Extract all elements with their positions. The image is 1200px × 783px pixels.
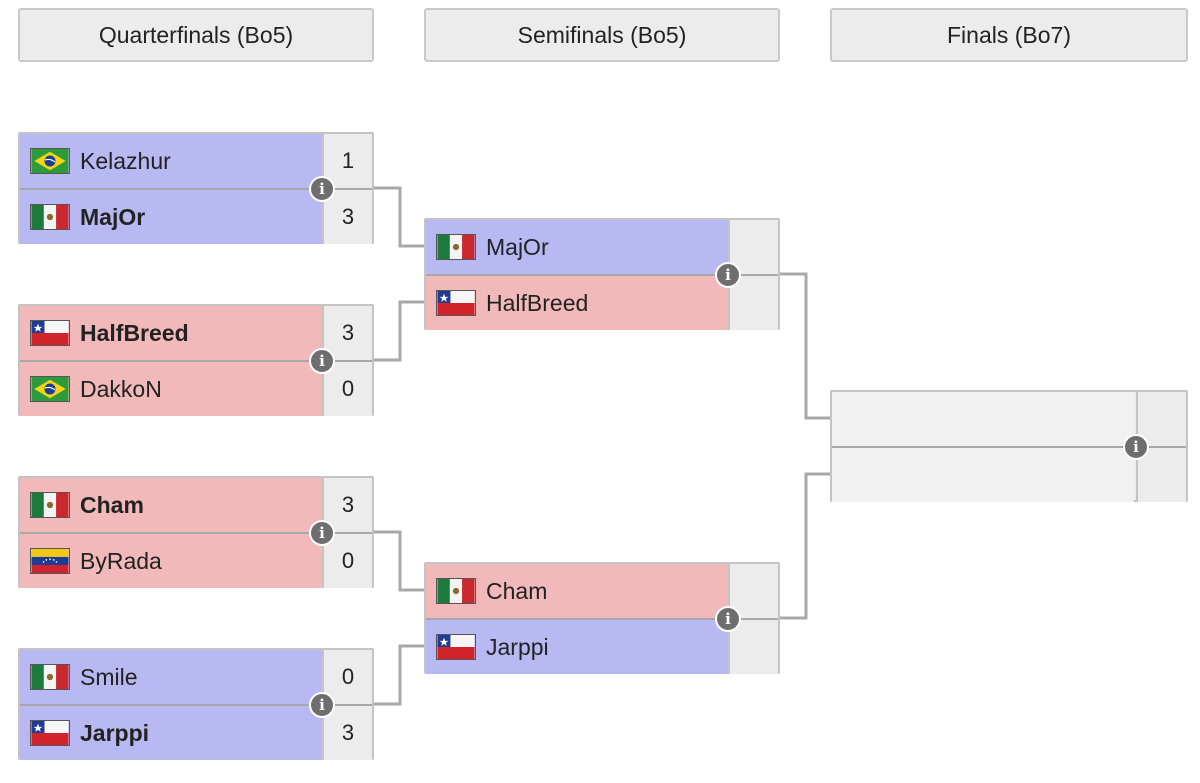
- team-score: 0: [322, 362, 372, 416]
- match-info-icon[interactable]: i: [309, 692, 335, 718]
- brazil-flag-icon: [30, 148, 70, 174]
- match-divider: [426, 618, 778, 620]
- connector-qf3-sf2: [374, 530, 426, 592]
- team-name: HalfBreed: [486, 289, 589, 316]
- team-slot[interactable]: Jarppi: [20, 706, 322, 760]
- match-divider: [832, 446, 1186, 448]
- connector-qf2-sf1: [374, 300, 426, 362]
- team-name: Kelazhur: [80, 147, 171, 174]
- team-score: 3: [322, 190, 372, 244]
- match-info-icon[interactable]: i: [715, 606, 741, 632]
- team-name: Cham: [80, 491, 144, 518]
- match-info-icon[interactable]: i: [1123, 434, 1149, 460]
- mexico-flag-icon: [436, 578, 476, 604]
- team-score: 3: [322, 706, 372, 760]
- team-slot[interactable]: HalfBreed: [20, 306, 322, 360]
- round-header-quarterfinals: Quarterfinals (Bo5): [18, 8, 374, 62]
- chile-flag-icon: [436, 634, 476, 660]
- connector-sf2-final: [780, 472, 832, 620]
- team-name: Cham: [486, 577, 548, 604]
- match-final: i: [830, 390, 1188, 502]
- team-slot[interactable]: [832, 392, 1134, 446]
- team-slot[interactable]: Jarppi: [426, 620, 728, 674]
- chile-flag-icon: [30, 320, 70, 346]
- team-name: Jarppi: [486, 633, 549, 660]
- team-slot[interactable]: MajOr: [426, 220, 728, 274]
- connector-qf1-sf1: [374, 186, 426, 248]
- team-slot[interactable]: ByRada: [20, 534, 322, 588]
- team-name: MajOr: [80, 203, 146, 230]
- brazil-flag-icon: [30, 376, 70, 402]
- team-score: [1136, 448, 1186, 502]
- venezuela-flag-icon: [30, 548, 70, 574]
- team-slot[interactable]: DakkoN: [20, 362, 322, 416]
- team-slot[interactable]: Kelazhur: [20, 134, 322, 188]
- mexico-flag-icon: [30, 664, 70, 690]
- match-divider: [20, 360, 372, 362]
- mexico-flag-icon: [30, 204, 70, 230]
- match-divider: [20, 704, 372, 706]
- match-sf-2: Cham Jarppi i: [424, 562, 780, 674]
- team-score: [728, 620, 778, 674]
- match-info-icon[interactable]: i: [309, 520, 335, 546]
- match-info-icon[interactable]: i: [715, 262, 741, 288]
- chile-flag-icon: [30, 720, 70, 746]
- mexico-flag-icon: [30, 492, 70, 518]
- team-name: DakkoN: [80, 375, 162, 402]
- match-sf-1: MajOr HalfBreed i: [424, 218, 780, 330]
- match-divider: [20, 532, 372, 534]
- match-divider: [20, 188, 372, 190]
- match-qf-2: HalfBreed 3 DakkoN 0 i: [18, 304, 374, 416]
- team-name: ByRada: [80, 547, 162, 574]
- round-label: Semifinals (Bo5): [517, 21, 687, 48]
- team-slot[interactable]: [832, 448, 1134, 502]
- match-qf-1: Kelazhur 1 MajOr 3 i: [18, 132, 374, 244]
- match-qf-4: Smile 0 Jarppi 3 i: [18, 648, 374, 760]
- team-name: Jarppi: [80, 719, 150, 746]
- team-score: 0: [322, 534, 372, 588]
- match-divider: [426, 274, 778, 276]
- round-header-semifinals: Semifinals (Bo5): [424, 8, 780, 62]
- match-info-icon[interactable]: i: [309, 348, 335, 374]
- team-name: HalfBreed: [80, 319, 189, 346]
- round-label: Finals (Bo7): [947, 21, 1071, 48]
- round-label: Quarterfinals (Bo5): [98, 21, 294, 48]
- team-slot[interactable]: Cham: [20, 478, 322, 532]
- connector-qf4-sf2: [374, 644, 426, 706]
- chile-flag-icon: [436, 290, 476, 316]
- team-slot[interactable]: Cham: [426, 564, 728, 618]
- team-slot[interactable]: Smile: [20, 650, 322, 704]
- team-name: MajOr: [486, 233, 549, 260]
- team-score: [728, 276, 778, 330]
- match-info-icon[interactable]: i: [309, 176, 335, 202]
- team-name: Smile: [80, 663, 138, 690]
- team-slot[interactable]: HalfBreed: [426, 276, 728, 330]
- connector-sf1-final: [780, 272, 832, 420]
- round-header-finals: Finals (Bo7): [830, 8, 1188, 62]
- team-slot[interactable]: MajOr: [20, 190, 322, 244]
- mexico-flag-icon: [436, 234, 476, 260]
- match-qf-3: Cham 3 ByRada 0 i: [18, 476, 374, 588]
